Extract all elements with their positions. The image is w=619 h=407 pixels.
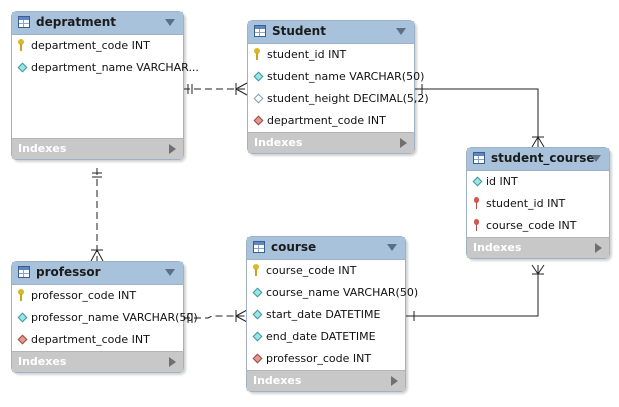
column-row[interactable]: professor_name VARCHAR(50): [12, 307, 198, 329]
primary-key-icon: [18, 39, 24, 52]
indexes-bar[interactable]: Indexes: [248, 132, 414, 153]
column-label: course_code INT: [266, 264, 357, 277]
table-icon: [18, 266, 30, 278]
relationship-student-student-course: [414, 84, 545, 148]
entity-course[interactable]: course course_code INT course_name VARCH…: [246, 236, 418, 392]
entity-professor[interactable]: professor professor_code INT professor_n…: [11, 261, 198, 373]
column-label: department_code INT: [267, 114, 386, 127]
indexes-bar[interactable]: Indexes: [467, 237, 609, 258]
column-row[interactable]: professor_code INT: [12, 285, 183, 307]
foreign-key-icon: [253, 115, 264, 126]
entity-title: professor: [36, 265, 101, 279]
indexes-label: Indexes: [253, 374, 302, 387]
primary-key-icon: [18, 289, 24, 302]
column-row[interactable]: department_code INT: [12, 329, 183, 351]
column-row[interactable]: course_name VARCHAR(50): [247, 282, 418, 304]
column-diamond-icon: [472, 176, 483, 187]
column-label: student_name VARCHAR(50): [267, 70, 425, 83]
column-label: id INT: [486, 175, 518, 188]
entity-header[interactable]: course: [247, 237, 405, 260]
column-row[interactable]: department_name VARCHAR...: [12, 57, 199, 79]
column-label: department_code INT: [31, 333, 150, 346]
entity-title: depratment: [36, 15, 116, 29]
column-row[interactable]: professor_code INT: [247, 348, 405, 370]
entity-header[interactable]: professor: [12, 262, 183, 285]
column-diamond-icon: [252, 309, 263, 320]
primary-key-icon: [253, 264, 259, 277]
column-row[interactable]: end_date DATETIME: [247, 326, 405, 348]
entity-header[interactable]: student_course: [467, 148, 609, 171]
column-row[interactable]: department_code INT: [12, 35, 183, 57]
table-icon: [18, 16, 30, 28]
column-diamond-icon: [252, 287, 263, 298]
column-label: student_id INT: [486, 197, 566, 210]
entity-student-course[interactable]: student_course id INT student_id INT cou…: [466, 147, 610, 259]
column-label: department_code INT: [31, 39, 150, 52]
entity-header[interactable]: Student: [248, 21, 414, 44]
expand-arrow-icon[interactable]: [595, 243, 602, 253]
column-row[interactable]: start_date DATETIME: [247, 304, 405, 326]
collapse-triangle-icon[interactable]: [165, 19, 175, 26]
indexes-label: Indexes: [254, 136, 303, 149]
collapse-triangle-icon[interactable]: [165, 269, 175, 276]
column-label: course_name VARCHAR(50): [266, 286, 419, 299]
table-icon: [473, 152, 485, 164]
column-label: end_date DATETIME: [266, 330, 376, 343]
entity-title: course: [271, 240, 317, 254]
column-row[interactable]: student_id INT: [467, 193, 609, 215]
expand-arrow-icon[interactable]: [400, 138, 407, 148]
foreign-key-icon: [252, 353, 263, 364]
indexes-label: Indexes: [473, 241, 522, 254]
indexes-label: Indexes: [18, 142, 67, 155]
indexes-bar[interactable]: Indexes: [12, 351, 183, 372]
relationship-course-student-course: [405, 264, 545, 321]
table-icon: [253, 241, 265, 253]
nullable-column-icon: [253, 93, 264, 104]
column-row[interactable]: student_name VARCHAR(50): [248, 66, 424, 88]
foreign-key-pin-icon: [474, 197, 479, 210]
entity-student[interactable]: Student student_id INT student_name VARC…: [247, 20, 429, 154]
column-label: student_id INT: [267, 48, 347, 61]
expand-arrow-icon[interactable]: [391, 376, 398, 386]
entity-depratment[interactable]: depratment department_code INT departmen…: [11, 11, 199, 160]
foreign-key-pin-icon: [474, 219, 479, 232]
foreign-key-icon: [17, 334, 28, 345]
expand-arrow-icon[interactable]: [169, 357, 176, 367]
column-label: professor_code INT: [31, 289, 137, 302]
column-label: student_height DECIMAL(5,2): [267, 92, 429, 105]
column-row[interactable]: course_code INT: [247, 260, 405, 282]
relationship-depratment-professor: [90, 168, 104, 262]
table-icon: [254, 25, 266, 37]
relationship-depratment-student: [183, 82, 248, 96]
collapse-triangle-icon[interactable]: [396, 28, 406, 35]
indexes-bar[interactable]: Indexes: [247, 370, 405, 391]
column-label: professor_code INT: [266, 352, 372, 365]
column-diamond-icon: [17, 62, 28, 73]
column-label: start_date DATETIME: [266, 308, 381, 321]
primary-key-icon: [254, 48, 260, 61]
column-label: professor_name VARCHAR(50): [31, 311, 198, 324]
column-row[interactable]: student_id INT: [248, 44, 414, 66]
entity-header[interactable]: depratment: [12, 12, 183, 35]
column-row[interactable]: course_code INT: [467, 215, 609, 237]
column-label: department_name VARCHAR...: [31, 61, 199, 74]
column-diamond-icon: [252, 331, 263, 342]
collapse-triangle-icon[interactable]: [387, 244, 397, 251]
expand-arrow-icon[interactable]: [169, 144, 176, 154]
collapse-triangle-icon[interactable]: [591, 155, 601, 162]
column-diamond-icon: [253, 71, 264, 82]
column-label: course_code INT: [486, 219, 577, 232]
column-row[interactable]: department_code INT: [248, 110, 414, 132]
column-diamond-icon: [17, 312, 28, 323]
relationship-professor-course: [183, 309, 248, 323]
entity-title: Student: [272, 24, 326, 38]
indexes-bar[interactable]: Indexes: [12, 138, 183, 159]
column-row[interactable]: id INT: [467, 171, 609, 193]
indexes-label: Indexes: [18, 355, 67, 368]
entity-title: student_course: [491, 151, 595, 165]
column-row[interactable]: student_height DECIMAL(5,2): [248, 88, 429, 110]
